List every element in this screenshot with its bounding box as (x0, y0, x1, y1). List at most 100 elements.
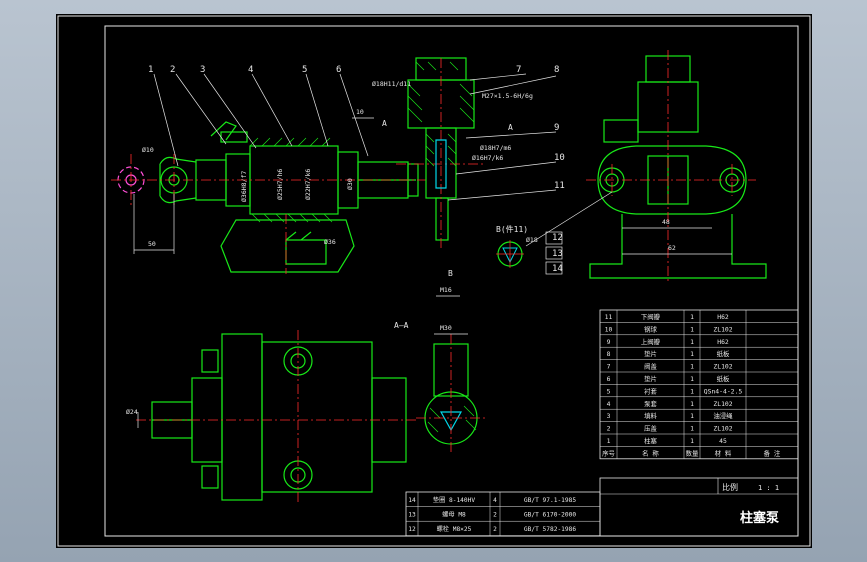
side-view (589, 55, 767, 279)
std-table-cell: 12 (408, 526, 416, 533)
parts-table-cell: ZL102 (713, 425, 732, 433)
valve-section (396, 57, 486, 248)
parts-table-cell: H62 (717, 338, 729, 346)
parts-table-cell: 7 (607, 363, 611, 371)
leader-label: 1 (148, 65, 153, 75)
parts-table-cell: 油浸绳 (713, 411, 733, 420)
parts-table-cell: 下阀瓣 (641, 312, 661, 321)
parts-table-cell: ZL102 (713, 363, 732, 371)
parts-table-header: 数量 (686, 448, 699, 457)
parts-table-cell: QSn4-4-2.5 (704, 387, 743, 395)
parts-table-cell: 纸板 (717, 349, 730, 358)
parts-table-cell: 1 (690, 375, 694, 383)
dim-text: 50 (148, 240, 156, 248)
title-block: 比例 1 : 1 柱塞泵 (599, 477, 799, 537)
section-label-aa: A—A (394, 321, 409, 330)
leader-label: 7 (516, 65, 521, 75)
parts-table-cell: 2 (607, 425, 611, 433)
parts-table-cell: 阀盖 (644, 362, 657, 371)
leader-label: 11 (554, 181, 565, 191)
detail-b (496, 240, 524, 268)
parts-table-cell: 衬套 (644, 386, 657, 395)
parts-table-cell: 柱塞 (644, 436, 657, 445)
leader-label: 8 (554, 65, 559, 75)
parts-table-cell: 1 (690, 313, 694, 321)
parts-table-cell: 45 (719, 437, 727, 445)
parts-table-cell: 1 (690, 350, 694, 358)
dim-text: Ø30 (346, 178, 354, 190)
parts-table-cell: 1 (690, 363, 694, 371)
std-table-cell: 2 (493, 512, 497, 519)
view-labels: A A B A—A B(件11) (382, 119, 528, 330)
parts-table-cell: 钢球 (644, 324, 657, 333)
dim-text: 10 (356, 108, 364, 116)
cad-drawing-canvas: 1 2 3 4 5 6 7 8 9 10 11 12 13 14 Ø10 50 … (56, 14, 812, 548)
leader-labels-top: 1 2 3 4 5 6 (148, 65, 341, 75)
std-table-cell: 螺母 M8 (442, 511, 466, 519)
parts-table-cell: 纸板 (717, 374, 730, 383)
leader-label: 5 (302, 65, 307, 75)
parts-table-cell: 5 (607, 387, 611, 395)
parts-table-cell: 1 (690, 400, 694, 408)
dim-text: Ø18 (526, 236, 538, 244)
parts-table-cell: 8 (607, 350, 611, 358)
std-table-cell: 2 (493, 526, 497, 533)
dim-text: Ø36 (324, 238, 336, 246)
parts-table-cell: 1 (607, 437, 611, 445)
dim-text: Ø24 (126, 408, 138, 416)
assembly-drawing: 1 2 3 4 5 6 7 8 9 10 11 12 13 14 Ø10 50 … (57, 15, 811, 547)
dim-text: Ø22H7/k6 (304, 169, 312, 200)
dim-text: 48 (662, 218, 670, 226)
parts-table-header: 序号 (602, 448, 615, 457)
std-table-cell: 垫圈 8-140HV (433, 496, 475, 504)
leader-label: 12 (552, 233, 563, 243)
parts-table-cell: 垫片 (644, 349, 657, 358)
parts-table-cell: 4 (607, 400, 611, 408)
parts-table-cell: 1 (690, 325, 694, 333)
parts-table-cell: 10 (605, 325, 613, 333)
outer-border (57, 15, 811, 547)
leader-label: 9 (554, 123, 559, 133)
leader-label: 10 (554, 153, 565, 163)
parts-table-cell: ZL102 (713, 325, 732, 333)
parts-table-cell: ZL102 (713, 400, 732, 408)
side-view-centerlines (586, 50, 756, 284)
leader-label: 3 (200, 65, 205, 75)
std-table-cell: GB/T 6170-2000 (524, 512, 576, 519)
parts-table-header: 名 称 (642, 448, 659, 457)
front-view (117, 121, 419, 273)
leader-boxes (545, 231, 563, 275)
leader-label: 4 (248, 65, 253, 75)
parts-table-header: 备 注 (764, 448, 781, 457)
dim-text: Ø36H8/f7 (240, 171, 248, 202)
parts-table-cell: 1 (690, 437, 694, 445)
parts-table-cell: 1 (690, 387, 694, 395)
parts-table-cell: 9 (607, 338, 611, 346)
top-view-centerlines (136, 330, 488, 504)
drawing-title: 柱塞泵 (740, 510, 779, 526)
parts-table-cell: 上阀瓣 (641, 337, 661, 346)
dim-text: M27×1.5-6H/6g (482, 92, 533, 100)
dim-text: Ø10 (142, 146, 154, 154)
parts-table-cell: 11 (605, 313, 613, 321)
leader-label: 13 (552, 249, 563, 259)
dim-text: 62 (668, 244, 676, 252)
parts-table-header: 材 料 (715, 448, 732, 457)
dim-text: Ø16H7/k6 (472, 154, 503, 162)
parts-table-cell: 1 (690, 425, 694, 433)
inner-frame (104, 25, 799, 537)
parts-table-cell: 3 (607, 412, 611, 420)
leader-label: 2 (170, 65, 175, 75)
dim-text: Ø25H7/h6 (276, 169, 284, 200)
std-table-cell: GB/T 5782-1986 (524, 526, 576, 533)
scale-value: 1 : 1 (758, 484, 779, 492)
parts-table-cell: 6 (607, 375, 611, 383)
parts-table-cell: H62 (717, 313, 729, 321)
dimension-lines (133, 73, 732, 428)
scale-label: 比例 (722, 482, 738, 492)
dim-text: Ø18H11/d11 (372, 80, 411, 88)
std-table-cell: GB/T 97.1-1985 (524, 497, 576, 504)
parts-table-cell: 1 (690, 338, 694, 346)
